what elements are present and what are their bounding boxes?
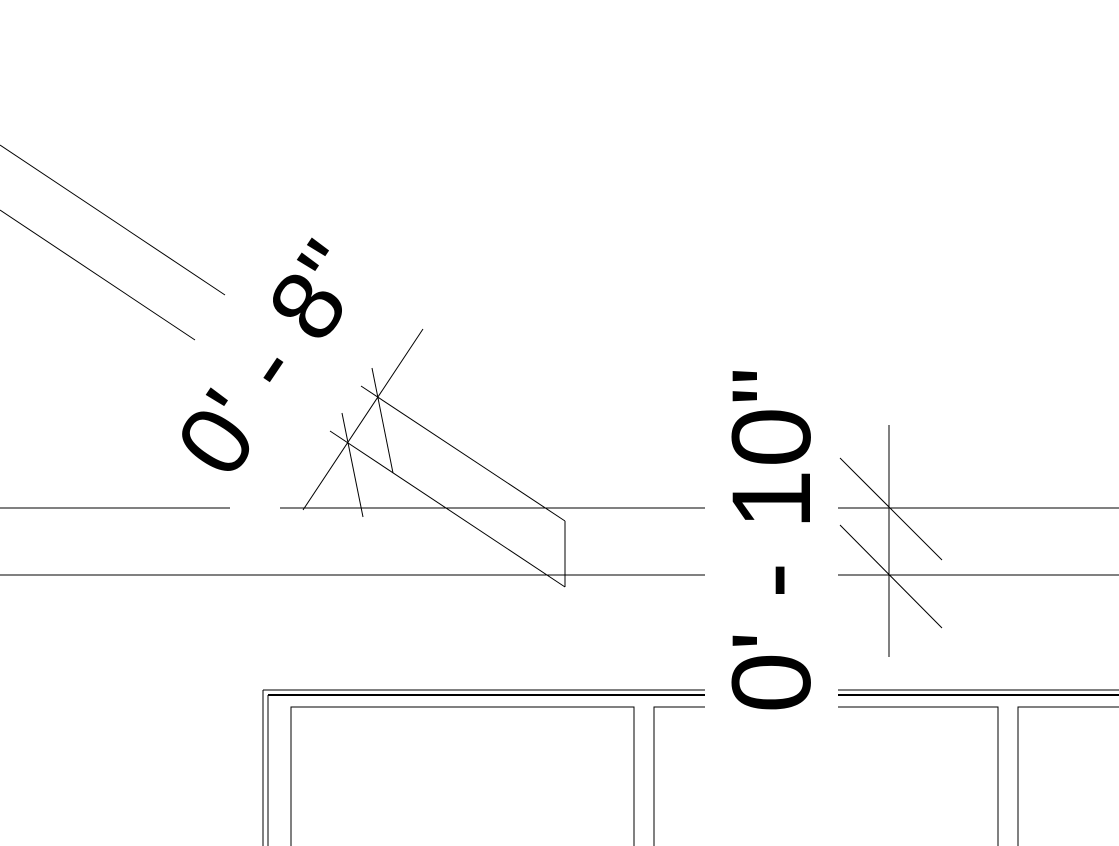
dimension-tick xyxy=(341,412,364,518)
panel-4 xyxy=(1017,706,1119,846)
angled-member-top xyxy=(360,385,566,522)
dimension-tick xyxy=(839,524,943,629)
linework xyxy=(0,144,1119,846)
dimension-label-8in[interactable]: 0' - 8" xyxy=(154,222,389,496)
diagonal-wall-line-inner xyxy=(0,209,196,341)
panel-2 xyxy=(653,706,705,846)
diagonal-wall-line-outer xyxy=(0,144,226,296)
dimension-tick xyxy=(839,457,943,561)
dimension-tick xyxy=(371,367,394,474)
angled-member-bottom xyxy=(329,430,566,588)
panel-1 xyxy=(290,706,635,846)
panel-3 xyxy=(838,706,999,846)
dimension-label-10in[interactable]: 0' - 10" xyxy=(709,366,834,714)
dimension-line xyxy=(302,328,424,511)
